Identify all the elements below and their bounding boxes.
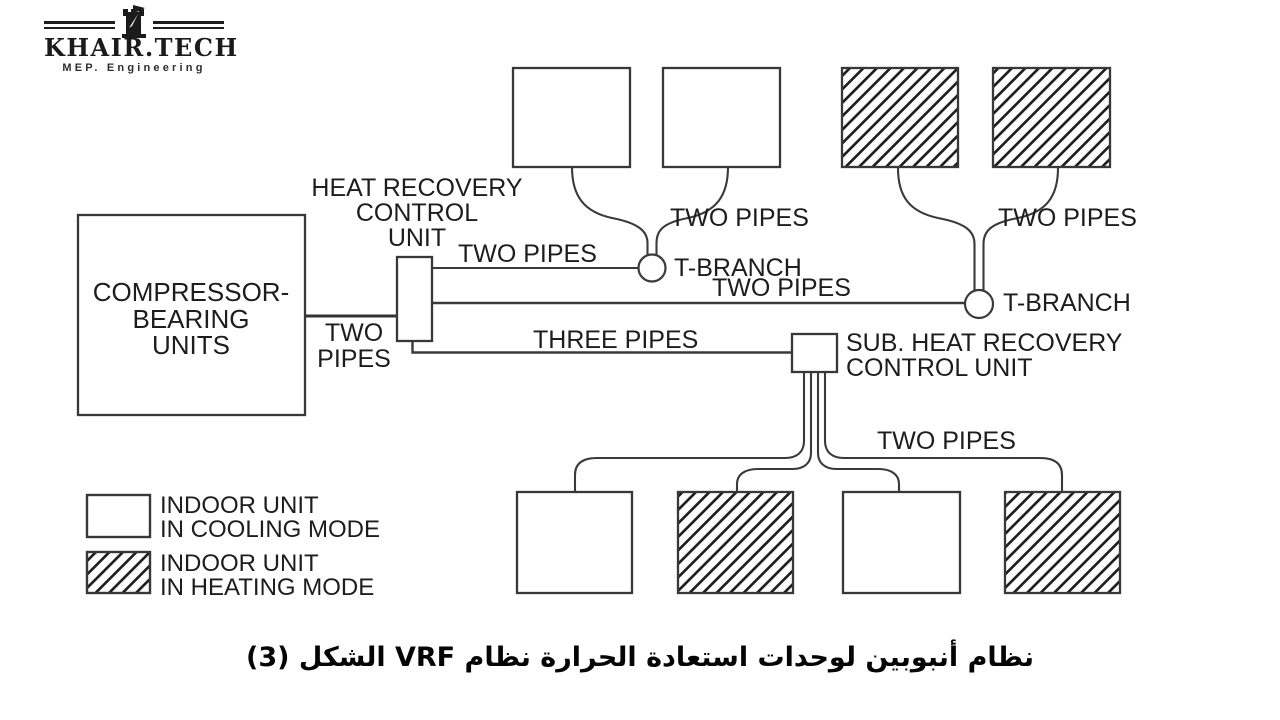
indoor-unit-cooling-3	[515, 490, 634, 595]
pipe-to-indoor-unit-4	[982, 167, 1060, 291]
logo-rule-right	[153, 21, 224, 29]
logo-tagline-text: MEP. Engineering	[62, 62, 206, 75]
pipe-to-indoor-unit-3	[896, 167, 976, 291]
heat-recovery-control-unit-box	[395, 255, 434, 343]
pipe-to-indoor-unit-8	[823, 372, 1064, 492]
three-pipes-label: THREE PIPES	[533, 326, 698, 354]
legend-cooling-swatch	[85, 493, 152, 539]
compressor-label-line2: BEARING	[132, 304, 249, 334]
logo: KHAIR.TECH MEP. Engineering	[44, 4, 239, 75]
pipe-to-indoor-unit-5	[573, 372, 806, 492]
indoor-unit-cooling-2	[661, 66, 782, 169]
pipe-to-indoor-unit-6	[735, 372, 813, 492]
hrcu-branch-two-pipes-label: TWO PIPES	[458, 240, 597, 268]
figure-caption: نظام أنبوبين لوحدات استعادة الحرارة نظام…	[246, 642, 1034, 673]
indoor-unit-cooling-4	[841, 490, 962, 595]
sub-heat-recovery-control-unit-box	[790, 332, 839, 374]
sub-hrcu-label-line1: SUB. HEAT RECOVERY	[846, 329, 1123, 357]
right-drop-two-pipes-label: TWO PIPES	[998, 204, 1137, 232]
compressor-bearing-units-box	[76, 213, 307, 417]
main-two-pipes-label-line1: TWO	[325, 319, 383, 347]
legend-heating-line2: IN HEATING MODE	[160, 574, 374, 601]
left-drop-two-pipes-label: TWO PIPES	[670, 204, 809, 232]
logo-rules	[44, 4, 224, 38]
legend-heating-swatch	[85, 550, 152, 595]
pipe-three-pipes-line	[411, 341, 792, 354]
main-two-pipes-label-line2: PIPES	[317, 345, 391, 373]
legend-cooling-line2: IN COOLING MODE	[160, 516, 380, 543]
hrcu-label-line3: UNIT	[388, 224, 446, 252]
indoor-unit-heating-1	[840, 66, 960, 169]
indoor-unit-heating-2	[991, 66, 1112, 169]
legend-cooling-line1: INDOOR UNIT	[160, 492, 319, 519]
logo-rule-left	[44, 21, 115, 29]
t-branch-1-label: T-BRANCH	[674, 254, 802, 282]
t-branch-1-node	[637, 253, 667, 283]
legend-heating-line1: INDOOR UNIT	[160, 550, 319, 577]
logo-brand-text: KHAIR.TECH	[44, 33, 239, 62]
t-branch-2-node	[963, 288, 995, 320]
t-branch-2-label: T-BRANCH	[1003, 289, 1131, 317]
pipe-to-indoor-unit-7	[816, 372, 901, 492]
compressor-label-line1: COMPRESSOR-	[93, 277, 289, 307]
compressor-label-line3: UNITS	[152, 330, 230, 360]
pipe-to-indoor-unit-1	[570, 166, 649, 255]
sub-hrcu-label-line2: CONTROL UNIT	[846, 354, 1033, 382]
pipe-to-indoor-unit-2	[655, 166, 730, 255]
bottom-two-pipes-label: TWO PIPES	[877, 427, 1016, 455]
indoor-unit-heating-4	[1003, 490, 1122, 595]
hrcu-label-line1: HEAT RECOVERY	[311, 174, 522, 202]
indoor-unit-heating-3	[676, 490, 795, 595]
castle-icon	[122, 5, 146, 38]
hrcu-label-line2: CONTROL	[356, 199, 478, 227]
mid-two-pipes-label: TWO PIPES	[712, 274, 851, 302]
indoor-unit-cooling-1	[511, 66, 632, 169]
